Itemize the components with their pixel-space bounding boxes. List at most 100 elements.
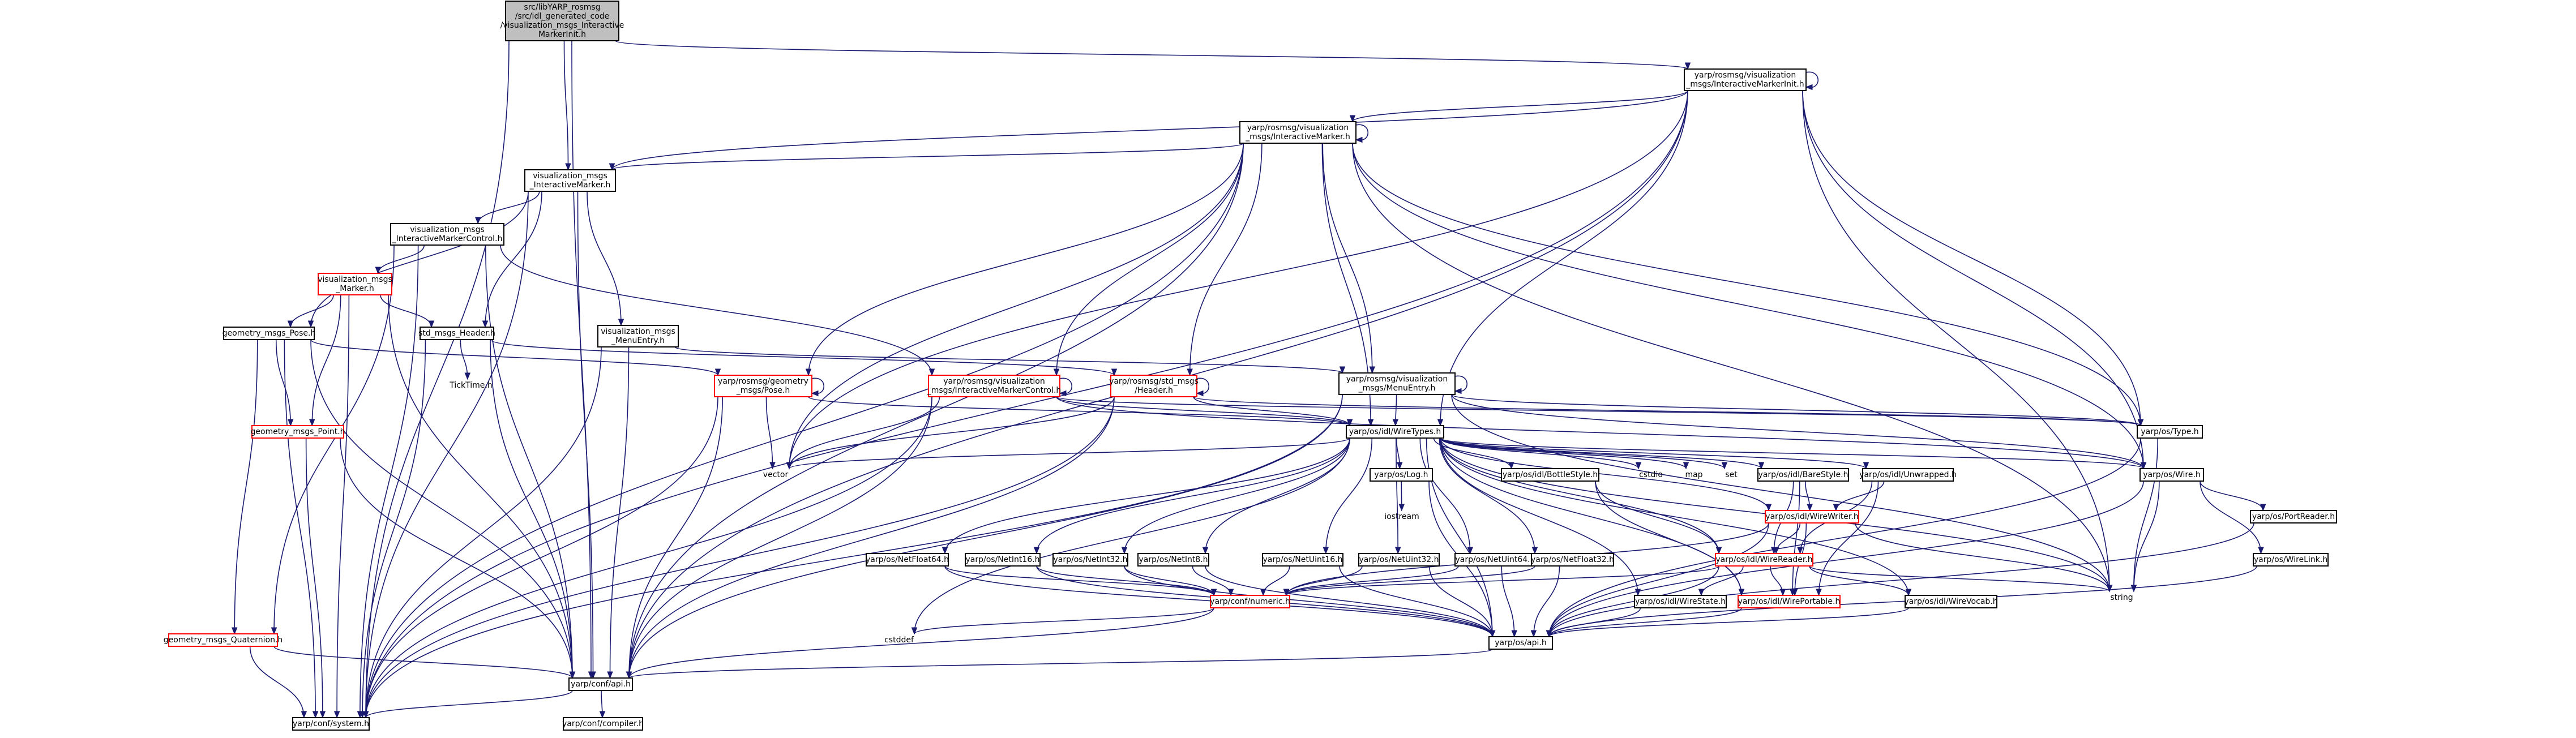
- node-box: [1905, 595, 1997, 608]
- node-label: _msgs/InteractiveMarkerInit.h: [1685, 80, 1804, 89]
- node-label: map: [1685, 470, 1702, 479]
- graph-node-wirelink[interactable]: yarp/os/WireLink.h: [2253, 553, 2329, 567]
- graph-node-root[interactable]: src/libYARP_rosmsg/src/idl_generated_cod…: [500, 1, 624, 41]
- graph-node-confapi[interactable]: yarp/conf/api.h: [568, 677, 633, 691]
- edge-line: [789, 396, 1115, 469]
- edge-line: [311, 294, 341, 426]
- edge-line: [1352, 143, 2141, 426]
- edge-line: [1325, 437, 1373, 554]
- arrowhead-icon: [1530, 630, 1537, 638]
- graph-node-netint8[interactable]: yarp/os/NetInt8.h: [1137, 553, 1209, 567]
- graph-node-type[interactable]: yarp/os/Type.h: [2137, 425, 2203, 439]
- arrowhead-icon: [2140, 462, 2147, 470]
- graph-node-gpoint[interactable]: geometry_msgs_Point.h: [250, 425, 345, 439]
- node-label: _InteractiveMarker.h: [529, 181, 611, 190]
- graph-node-confsystem[interactable]: yarp/conf/system.h: [292, 717, 370, 731]
- node-label: yarp/rosmsg/visualization: [943, 377, 1045, 386]
- node-box: [1262, 553, 1343, 567]
- edge-line: [914, 607, 1214, 634]
- edge-netuint32-to-osapi: [1428, 565, 1496, 638]
- arrowhead-icon: [1437, 419, 1444, 427]
- edge-vim-to-confapi: [577, 191, 596, 679]
- graph-node-numeric[interactable]: yarp/conf/numeric.h: [1210, 595, 1290, 608]
- node-box: [1210, 595, 1290, 608]
- graph-node-rstdheader[interactable]: yarp/rosmsg/std_msgs/Header.h: [1109, 375, 1199, 397]
- edge-line: [1426, 437, 1493, 637]
- graph-node-bottlestyle[interactable]: yarp/os/idl/BottleStyle.h: [1501, 468, 1599, 482]
- graph-node-netfloat64[interactable]: yarp/os/NetFloat64.h: [866, 553, 949, 567]
- arrowhead-icon: [1765, 504, 1772, 512]
- graph-node-gquat[interactable]: geometry_msgs_Quaternion.h: [164, 633, 283, 647]
- graph-node-wirewriter[interactable]: yarp/os/idl/WireWriter.h: [1765, 510, 1859, 524]
- node-label: yarp/os/NetInt8.h: [1139, 555, 1208, 564]
- edges-layer: [232, 40, 2266, 719]
- edge-wirereader-to-wirestate: [1698, 565, 1744, 597]
- graph-node-wiretypes[interactable]: yarp/os/idl/WireTypes.h: [1346, 425, 1444, 439]
- arrowhead-icon: [911, 627, 918, 635]
- edge-rme-to-wiretypes: [1392, 394, 1399, 427]
- graph-node-netuint16[interactable]: yarp/os/NetUint16.h: [1262, 553, 1343, 567]
- graph-node-vme[interactable]: visualization_msgs_MenuEntry.h: [597, 325, 679, 347]
- arrowhead-icon: [1698, 589, 1705, 597]
- graph-node-rgpose[interactable]: yarp/rosmsg/geometry_msgs/Pose.h: [714, 375, 812, 397]
- arrowhead-icon: [375, 267, 381, 274]
- graph-node-im[interactable]: yarp/rosmsg/visualization_msgs/Interacti…: [1239, 121, 1357, 144]
- graph-node-confcompiler[interactable]: yarp/conf/compiler.h: [562, 717, 644, 731]
- graph-node-stdheader[interactable]: std_msgs_Header.h: [418, 327, 495, 340]
- edge-line: [365, 346, 602, 718]
- arrowhead-icon: [1863, 462, 1869, 470]
- edge-line: [587, 191, 622, 326]
- node-label: yarp/rosmsg/std_msgs: [1109, 377, 1199, 386]
- graph-node-imi[interactable]: yarp/rosmsg/visualization_msgs/Interacti…: [1684, 68, 1807, 91]
- node-label: yarp/os/idl/WireReader.h: [1715, 555, 1812, 564]
- graph-node-rimc[interactable]: yarp/rosmsg/visualization_msgs/Interacti…: [927, 375, 1062, 397]
- arrowhead-icon: [805, 368, 812, 376]
- graph-node-wire[interactable]: yarp/os/Wire.h: [2139, 468, 2204, 482]
- edge-rimc-to-type: [1056, 396, 2144, 427]
- graph-node-wirestate[interactable]: yarp/os/idl/WireState.h: [1634, 595, 1727, 608]
- graph-node-wireportable[interactable]: yarp/os/idl/WirePortable.h: [1738, 595, 1841, 608]
- node-box: [965, 553, 1041, 567]
- node-box: [1346, 425, 1444, 439]
- graph-node-netint16[interactable]: yarp/os/NetInt16.h: [965, 553, 1041, 567]
- graph-node-osapi[interactable]: yarp/os/api.h: [1488, 636, 1553, 650]
- graph-node-netfloat32[interactable]: yarp/os/NetFloat32.h: [1531, 553, 1614, 567]
- node-label: yarp/conf/system.h: [293, 719, 369, 728]
- edge-line: [2200, 480, 2262, 554]
- graph-node-gpose[interactable]: geometry_msgs_Pose.h: [222, 327, 316, 340]
- graph-node-log[interactable]: yarp/os/Log.h: [1370, 468, 1433, 482]
- edge-gpose-to-gpoint: [275, 339, 294, 427]
- edge-imi-to-vector: [786, 90, 1688, 470]
- node-label: yarp/os/WireLink.h: [2254, 555, 2327, 564]
- edge-line: [1818, 480, 1879, 596]
- graph-node-wirereader[interactable]: yarp/os/idl/WireReader.h: [1715, 553, 1813, 567]
- edge-line: [490, 339, 573, 679]
- graph-node-wirevocab[interactable]: yarp/os/idl/WireVocab.h: [1904, 595, 1998, 608]
- graph-node-portreader[interactable]: yarp/os/PortReader.h: [2250, 510, 2337, 524]
- graph-node-barestyle[interactable]: yarp/os/idl/BareStyle.h: [1757, 468, 1849, 482]
- edge-gpose-to-confapi: [310, 339, 576, 679]
- graph-node-vimc[interactable]: visualization_msgs_InteractiveMarkerCont…: [390, 223, 504, 246]
- edge-line: [1036, 437, 1350, 554]
- arrowhead-icon: [312, 711, 319, 719]
- graph-node-rme[interactable]: yarp/rosmsg/visualization_msgs/MenuEntry…: [1338, 372, 1456, 395]
- graph-node-netuint64[interactable]: yarp/os/NetUint64.h: [1454, 553, 1536, 567]
- graph-node-netuint32[interactable]: yarp/os/NetUint32.h: [1358, 553, 1440, 567]
- graph-node-netint32[interactable]: yarp/os/NetInt32.h: [1052, 553, 1128, 567]
- edge-line: [1440, 437, 1762, 469]
- edge-gpose-to-rgpose: [310, 339, 721, 376]
- graph-node-cstdio: cstdio: [1639, 470, 1663, 479]
- graph-node-vmarker[interactable]: visualization_msgs_Marker.h: [318, 273, 392, 295]
- edge-vim-to-stdheader: [482, 191, 542, 328]
- node-label: yarp/os/idl/WireTypes.h: [1349, 427, 1441, 436]
- graph-node-unwrapped[interactable]: yarp/os/idl/Unwrapped.h: [1859, 468, 1957, 482]
- node-box: [251, 425, 344, 439]
- edge-osapi-to-confapi: [626, 649, 1493, 679]
- edge-vim-to-gpose: [307, 191, 529, 328]
- node-label: visualization_msgs: [601, 327, 675, 336]
- node-label: yarp/rosmsg/geometry: [718, 377, 808, 386]
- arrowhead-icon: [1791, 589, 1798, 597]
- edge-line: [388, 294, 573, 679]
- graph-node-vim[interactable]: visualization_msgs_InteractiveMarker.h: [524, 169, 616, 192]
- node-box: [318, 273, 392, 295]
